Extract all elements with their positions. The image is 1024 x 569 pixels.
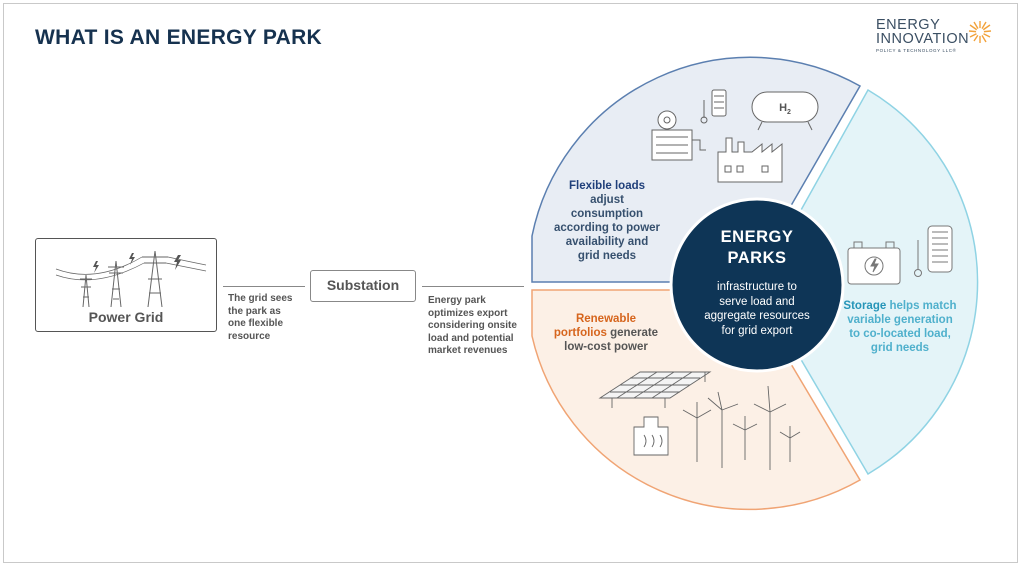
center-line: serve load and <box>719 295 795 308</box>
text-line: low-cost power <box>564 341 648 353</box>
center-title: ENERGY PARKS <box>686 227 828 269</box>
logo-line-1: ENERGY <box>876 17 941 33</box>
renewable-portfolios-text: Renewable portfolios generate low-cost p… <box>547 312 665 354</box>
grid-sees-note: The grid sees the park as one flexible r… <box>228 293 292 343</box>
note-line: load and potential <box>428 332 514 344</box>
connector-line-park <box>422 286 524 287</box>
substation-box: Substation <box>310 270 416 302</box>
renewable-icons <box>598 371 801 470</box>
flexible-loads-text: Flexible loads adjust consumption accord… <box>543 179 671 263</box>
transmission-tower-icon <box>55 250 207 308</box>
logo-line-2: INNOVATION <box>876 31 970 47</box>
park-optimizes-note: Energy park optimizes export considering… <box>428 295 517 358</box>
power-grid-box: Power Grid <box>35 238 217 332</box>
text-inline: helps match <box>886 300 957 312</box>
center-title-line: PARKS <box>727 249 787 267</box>
storage-heading: Storage <box>843 300 887 312</box>
text-line: consumption <box>570 208 644 220</box>
power-grid-label: Power Grid <box>88 309 164 325</box>
connector-line-grid <box>223 286 305 287</box>
text-line: adjust <box>590 194 624 206</box>
storage-text: Storage helps match variable generation … <box>840 299 960 355</box>
energy-innovation-logo: ENERGY INNOVATION POLICY & TECHNOLOGY LL… <box>876 18 994 60</box>
flexible-loads-heading: Flexible loads <box>568 180 646 192</box>
note-line: one flexible <box>228 318 284 329</box>
center-title-line: ENERGY <box>720 228 794 246</box>
note-line: resource <box>228 330 271 342</box>
text-line: according to power <box>553 222 661 234</box>
center-line: aggregate resources <box>704 310 810 322</box>
note-line: the park as <box>228 305 281 317</box>
renewable-heading: Renewable <box>575 313 637 325</box>
center-description: infrastructure to serve load and aggrega… <box>686 280 828 338</box>
flexible-loads-icons <box>651 89 819 183</box>
note-line: optimizes export <box>428 307 508 319</box>
renewable-heading-2: portfolios <box>553 327 607 339</box>
text-line: grid needs <box>577 250 637 262</box>
page-title: WHAT IS AN ENERGY PARK <box>35 26 323 49</box>
h2-label: H2 <box>779 102 791 116</box>
note-line: market revenues <box>428 345 508 356</box>
center-line: for grid export <box>721 324 793 337</box>
text-line: to co-located load, <box>849 328 951 340</box>
sun-icon <box>968 21 992 43</box>
energy-parks-center <box>669 197 845 373</box>
note-line: considering onsite <box>428 320 517 331</box>
text-line: availability and <box>565 236 649 248</box>
note-line: The grid sees <box>228 293 293 304</box>
logo-line-3: POLICY & TECHNOLOGY LLC® <box>876 48 957 53</box>
text-line: grid needs <box>870 342 930 354</box>
note-line: Energy park <box>428 295 486 306</box>
storage-icons <box>847 225 953 285</box>
text-line: variable generation <box>847 314 953 326</box>
center-line: infrastructure to <box>717 281 797 293</box>
text-inline: generate <box>606 327 659 339</box>
